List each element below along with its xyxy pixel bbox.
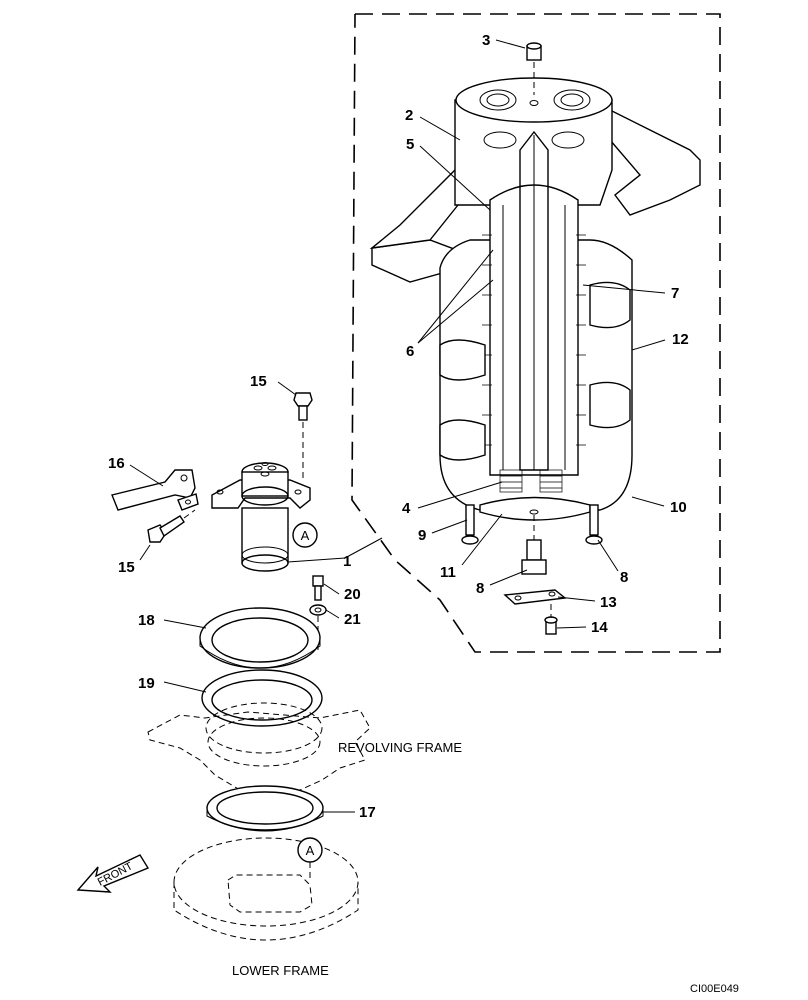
drawing-code: CI00E049: [690, 983, 739, 995]
label-12: 12: [672, 331, 689, 348]
label-21: 21: [344, 611, 361, 628]
label-8a: 8: [476, 580, 484, 597]
lower-frame-caption: LOWER FRAME: [232, 963, 329, 978]
label-13: 13: [600, 594, 617, 611]
cover-plate: [479, 496, 591, 521]
label-8b: 8: [620, 569, 628, 586]
label-5: 5: [406, 136, 414, 153]
bolt-14: [544, 604, 558, 635]
callout-a-upper: A: [292, 522, 318, 548]
bolt-20: [312, 575, 324, 601]
svg-text:A: A: [301, 528, 310, 543]
ring-18: [199, 607, 321, 669]
fitting: [521, 515, 547, 575]
bottom-threads: [499, 469, 563, 493]
label-1: 1: [343, 553, 351, 570]
svg-text:A: A: [306, 843, 315, 858]
detail-boundary: [351, 13, 721, 653]
label-18: 18: [138, 612, 155, 629]
callout-a-lower: A: [297, 837, 323, 880]
plate-19: [201, 669, 323, 727]
label-14: 14: [591, 619, 608, 636]
label-7: 7: [671, 285, 679, 302]
label-6: 6: [406, 343, 414, 360]
revolving-frame-outline: [147, 702, 371, 806]
label-10: 10: [670, 499, 687, 516]
lock-bar: [111, 469, 199, 511]
bolt-right: [585, 504, 603, 545]
label-16: 16: [108, 455, 125, 472]
label-3: 3: [482, 32, 490, 49]
label-15b: 15: [118, 559, 135, 576]
center-joint-installed: [211, 462, 311, 572]
revolving-frame-caption: REVOLVING FRAME: [338, 740, 462, 755]
lower-frame-outline: [173, 837, 359, 941]
label-9: 9: [418, 527, 426, 544]
label-2: 2: [405, 107, 413, 124]
seal-17: [206, 785, 324, 832]
bolt-15-lower: [147, 509, 196, 543]
bolt-15-upper: [293, 392, 313, 480]
part-labels: 3 2 5 7 12 6 15 16 4 10 9 1 15 11 8 8 20…: [108, 32, 689, 821]
label-19: 19: [138, 675, 155, 692]
label-11: 11: [440, 564, 456, 581]
leader-lines: [129, 39, 666, 813]
front-arrow: [76, 854, 150, 893]
label-15a: 15: [250, 373, 267, 390]
stopper-plate: [503, 589, 567, 605]
label-17: 17: [359, 804, 376, 821]
center-joint-body: [369, 77, 701, 545]
bolt-left: [461, 504, 479, 545]
label-20: 20: [344, 586, 361, 603]
plug: [526, 42, 542, 95]
label-4: 4: [402, 500, 411, 517]
